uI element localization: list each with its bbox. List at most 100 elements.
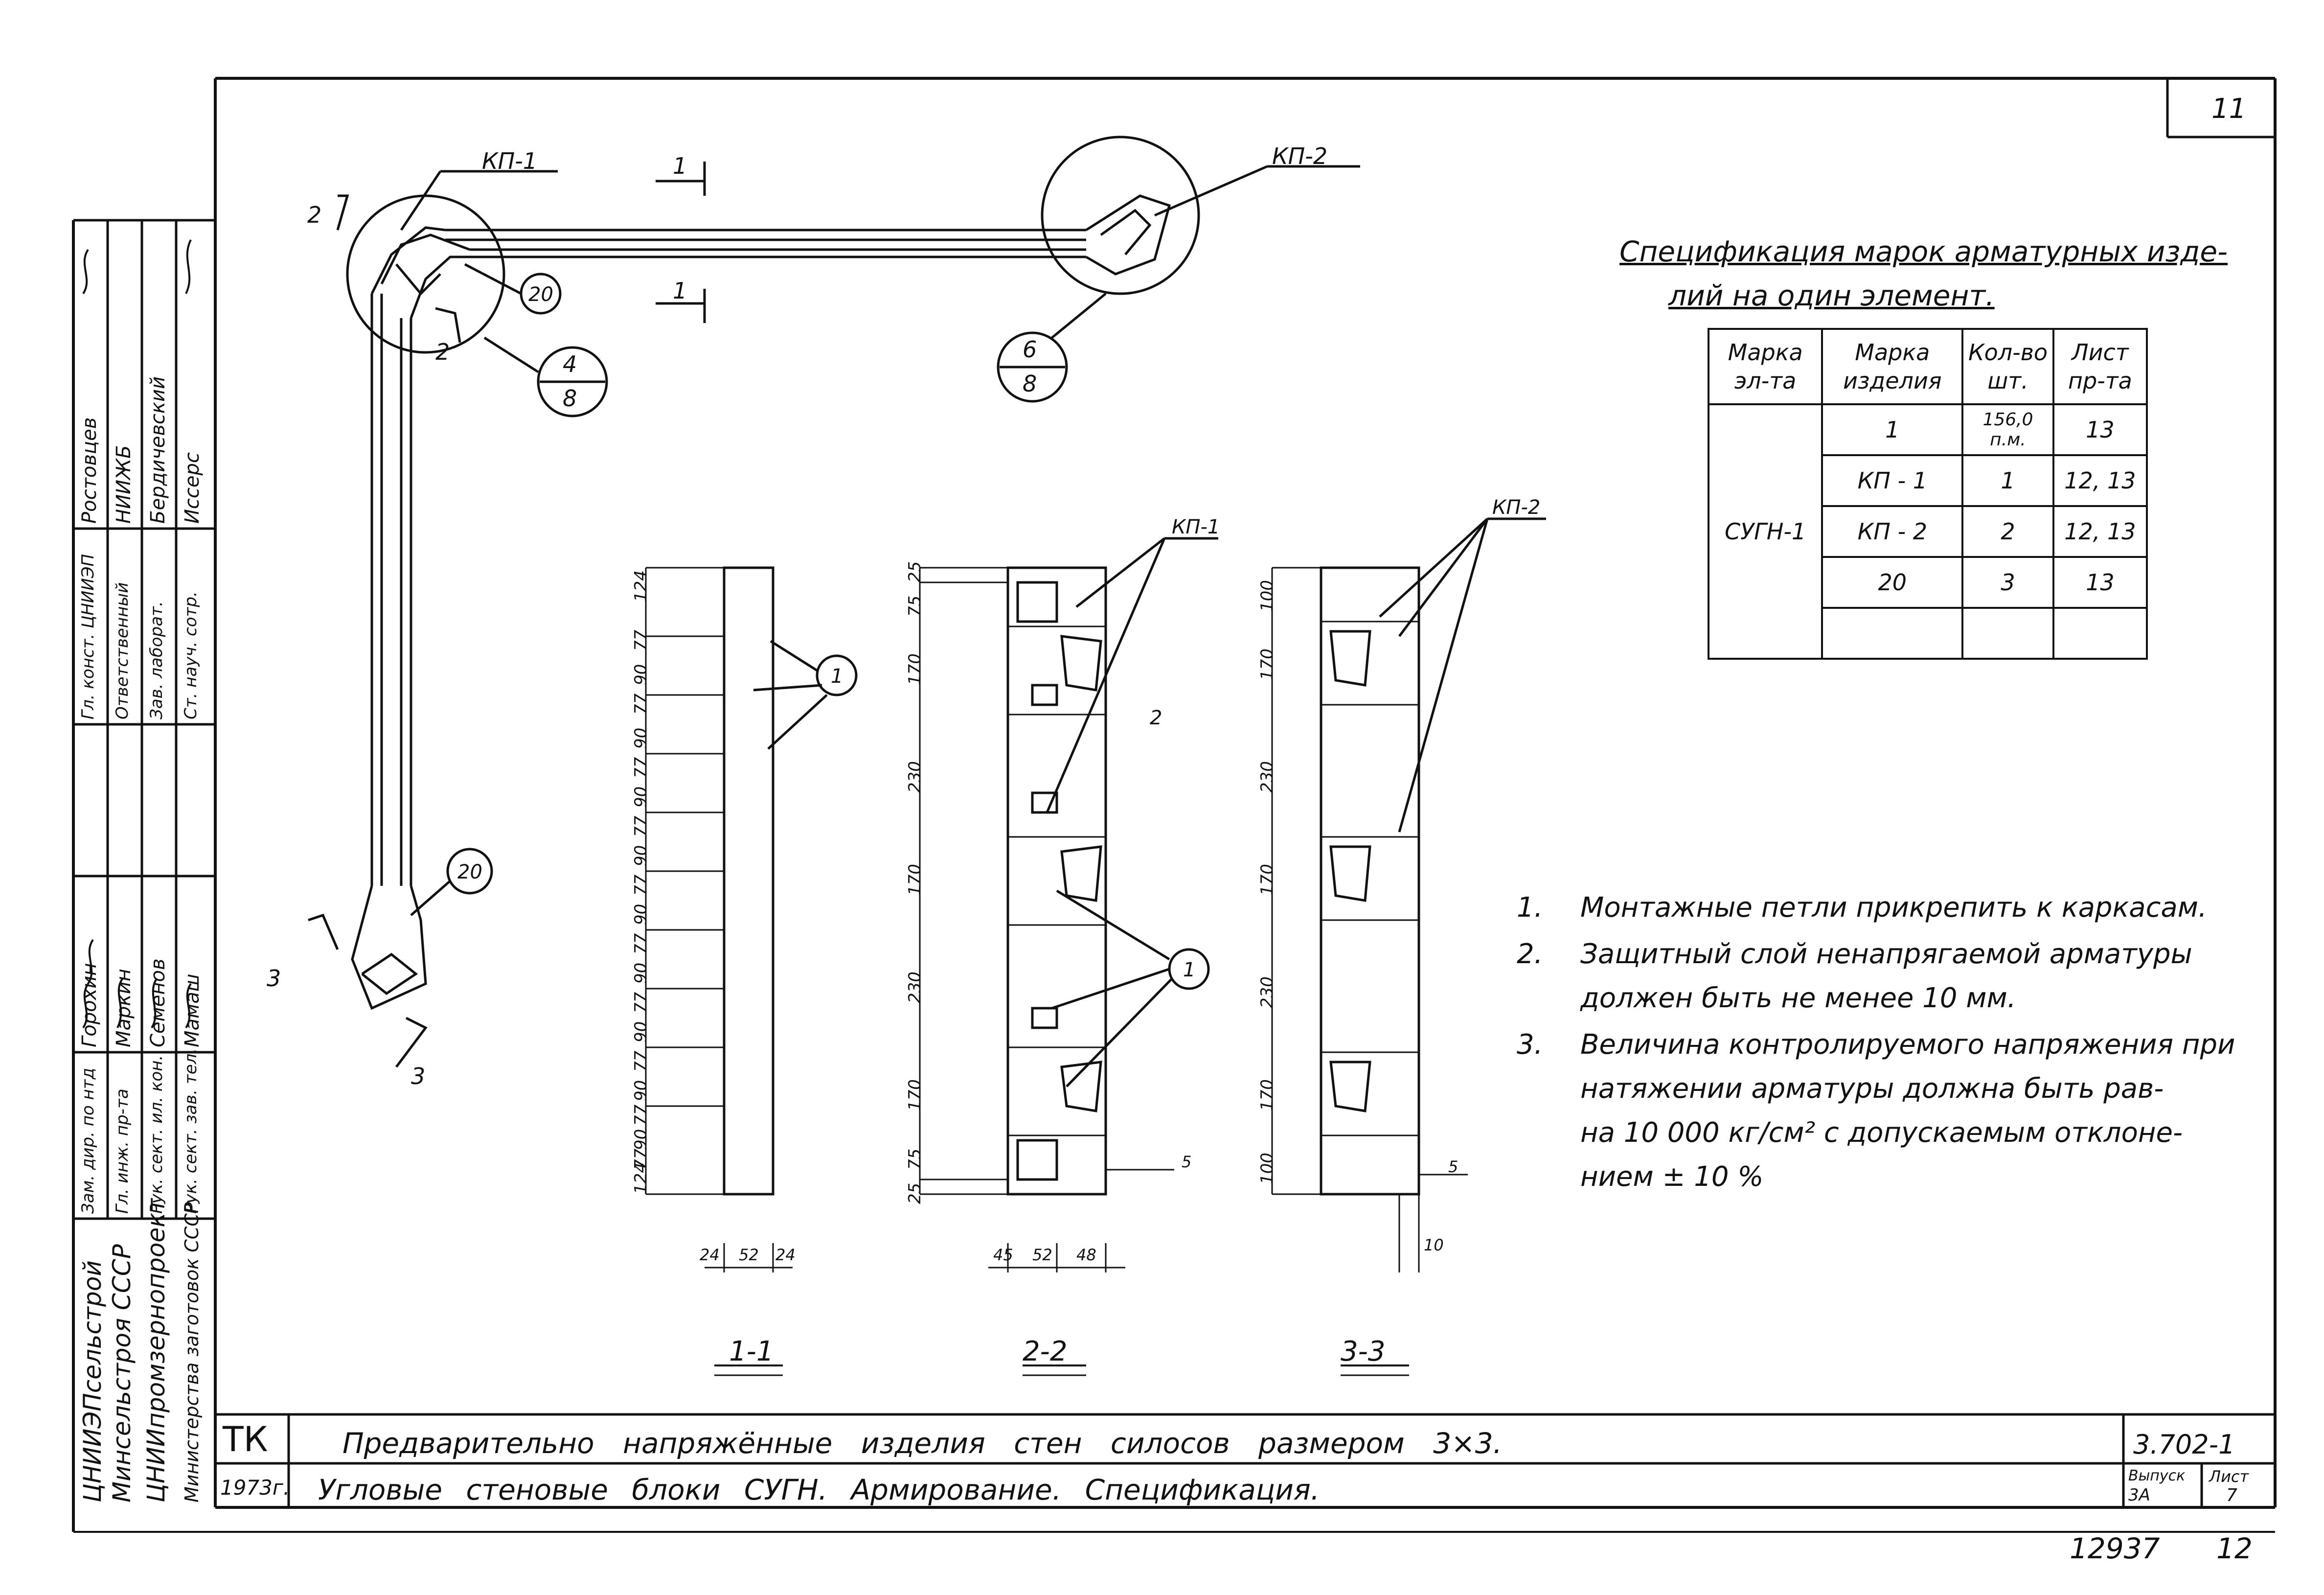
spec-item: КП - 1 <box>1821 454 1964 507</box>
s22-dim: 170 <box>905 1079 925 1111</box>
table-row: 20 3 13 <box>1709 556 2148 609</box>
sheet-number-box <box>2166 78 2275 139</box>
spec-header-sheet: Лист пр-та <box>2052 328 2148 405</box>
detail-4-num: 4 <box>563 351 577 377</box>
s11-dim: 124 <box>631 1162 651 1194</box>
s11-dim: 77 <box>631 992 651 1013</box>
s22-bottom-0: 45 <box>993 1246 1013 1264</box>
s11-bottom-1: 52 <box>739 1246 759 1264</box>
spec-header-item: Марка изделия <box>1821 328 1964 405</box>
title-block-issue-label: Выпуск <box>2128 1467 2186 1484</box>
s33-dim: 100 <box>1257 580 1277 612</box>
s11-bottom-0: 24 <box>700 1246 720 1264</box>
s11-dim: 90 <box>631 962 651 984</box>
title-block-sheet: 7 <box>2226 1485 2237 1505</box>
title-block-mark: ТК <box>223 1419 268 1459</box>
plan-labels: КП-1 КП-2 1 1 2 2 3 3 20 20 4 8 6 8 <box>267 143 1327 1089</box>
s11-dim: 90 <box>631 1080 651 1101</box>
s11-dim: 90 <box>631 903 651 925</box>
spec-title-line2: лий на один элемент. <box>1668 279 1995 312</box>
plan-view <box>308 136 1360 1068</box>
s11-dim: 90 <box>631 1021 651 1042</box>
section-3-left: 3 <box>267 965 281 992</box>
section-3-3-labels: КП-2 5 10 3-3 <box>1341 496 1540 1367</box>
spec-sheet: 13 <box>2052 556 2148 609</box>
table-row-empty <box>1709 607 2148 660</box>
kp1-label: КП-1 <box>482 148 537 174</box>
s22-dim: 25 <box>905 561 925 582</box>
s11-dim: 90 <box>631 664 651 685</box>
title-block-year: 1973г. <box>220 1476 290 1500</box>
side-stamp-lines <box>73 219 215 1220</box>
s11-dim: 77 <box>631 815 651 837</box>
s33-dim: 170 <box>1257 648 1277 680</box>
s22-dim: 170 <box>905 864 925 896</box>
sheet-number-top: 11 <box>2211 93 2247 125</box>
s22-dim: 170 <box>905 653 925 685</box>
title-block-lines <box>215 1413 2275 1507</box>
spec-element-mark: СУГН-1 <box>1707 403 1823 660</box>
section-1-top: 1 <box>673 153 687 179</box>
note-3-line: нием ± 10 % <box>1580 1161 1764 1193</box>
note-3-line: Величина контролируемого напряжения при <box>1580 1029 2235 1061</box>
note-3-line: на 10 000 кг/см² с допускаемым отклоне- <box>1580 1117 2183 1149</box>
spec-qty: 3 <box>1961 556 2054 609</box>
s22-dim: 75 <box>905 1148 925 1170</box>
note-2-number: 2. <box>1517 938 1543 970</box>
section-3-3-right: 5 <box>1448 1157 1458 1176</box>
section-2-2-right: 5 <box>1182 1153 1191 1171</box>
section-3-3 <box>1271 517 1546 1376</box>
s33-dim: 100 <box>1257 1153 1277 1184</box>
table-row: КП - 1 1 12, 13 <box>1709 454 2148 507</box>
note-1-line: Монтажные петли прикрепить к каркасам. <box>1580 892 2207 924</box>
detail-4-den: 8 <box>563 385 577 412</box>
spec-title-line1: Спецификация марок арматурных изде- <box>1619 235 2228 268</box>
section-1-1-caption: 1-1 <box>729 1336 774 1367</box>
title-block-issue: 3А <box>2128 1485 2150 1505</box>
section-3-3-caption: 3-3 <box>1341 1336 1385 1367</box>
section-1-1-labels: 1 1-1 24 52 24 <box>700 665 843 1367</box>
s11-dim: 77 <box>631 933 651 954</box>
section-2-2-item2: 2 <box>1150 707 1162 729</box>
s33-dim: 230 <box>1257 761 1277 793</box>
note-1-number: 1. <box>1517 892 1543 924</box>
spec-empty-cell <box>1821 607 1964 660</box>
section-2-bottom: 2 <box>435 339 450 365</box>
table-row: СУГН-1 1 156,0 п.м. 13 <box>1707 403 2148 660</box>
spec-sheet: 12, 13 <box>2052 454 2148 507</box>
s11-dim: 90 <box>631 1129 651 1150</box>
s33-dim: 230 <box>1257 976 1277 1008</box>
s22-dim: 25 <box>905 1182 925 1204</box>
spec-item: 20 <box>1821 556 1964 609</box>
spec-empty-cell <box>2052 607 2148 660</box>
s11-dim: 90 <box>631 727 651 749</box>
section-1-bottom: 1 <box>673 277 687 304</box>
title-block-code: 3.702-1 <box>2133 1429 2235 1460</box>
detail-6-num: 6 <box>1023 336 1037 363</box>
kp2-label: КП-2 <box>1272 143 1327 169</box>
signatures <box>82 239 192 1029</box>
spec-item: 1 <box>1821 403 1964 456</box>
section-1-1 <box>645 566 858 1376</box>
section-1-1-item: 1 <box>831 665 843 688</box>
s22-dim: 230 <box>905 971 925 1003</box>
section-3-3-bottom: 10 <box>1424 1236 1444 1254</box>
spec-qty: 1 <box>1961 454 2054 507</box>
s22-dim: 75 <box>905 595 925 617</box>
s22-dim: 230 <box>905 761 925 793</box>
section-2-2 <box>919 537 1218 1376</box>
section-2-2-kp1: КП-1 <box>1172 516 1220 538</box>
title-block-line2: Угловые стеновые блоки СУГН. Армирование… <box>318 1473 1320 1506</box>
s11-dim: 77 <box>631 874 651 896</box>
s11-dim: 77 <box>631 1050 651 1072</box>
spec-empty-cell <box>1961 607 2054 660</box>
side-stamp-org: Министерства заготовок СССР <box>181 1202 203 1503</box>
s33-dim: 170 <box>1257 864 1277 896</box>
s11-dim: 77 <box>631 757 651 778</box>
spec-sheet: 12, 13 <box>2052 505 2148 558</box>
s11-dim: 90 <box>631 845 651 866</box>
s11-dim: 124 <box>631 570 651 602</box>
spec-table: Марка эл-та Марка изделия Кол-во шт. Лис… <box>1707 328 2148 660</box>
side-stamp-org: Минсельстроя СССР <box>108 1244 136 1503</box>
